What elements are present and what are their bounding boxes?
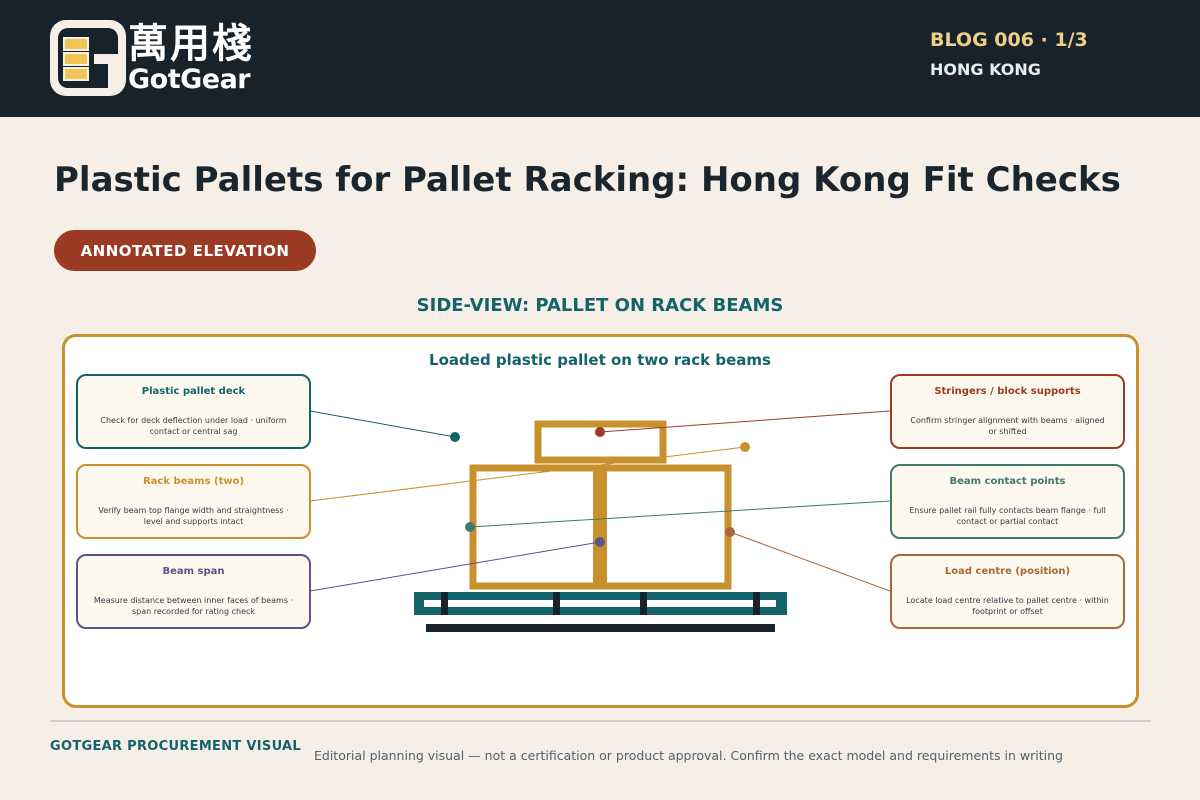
callout-description: Verify beam top flange width and straigh… [98, 506, 289, 526]
header-bar: 萬用棧 GotGear BLOG 006 · 1/3 HONG KONG [0, 0, 1200, 117]
callout-description: Measure distance between inner faces of … [93, 596, 294, 616]
callout-beam-span: Beam span Measure distance between inner… [76, 554, 311, 629]
footer-brand: GOTGEAR PROCUREMENT VISUAL [50, 739, 301, 754]
callout-stringers: Stringers / block supports Confirm strin… [890, 374, 1125, 449]
blog-number: BLOG 006 · 1/3 [930, 29, 1088, 51]
callout-rack-beams: Rack beams (two) Verify beam top flange … [76, 464, 311, 539]
callout-title: Beam contact points [949, 476, 1066, 487]
callout-description: Check for deck deflection under load · u… [100, 416, 287, 436]
callout-title: Stringers / block supports [934, 386, 1081, 397]
callout-title: Plastic pallet deck [141, 386, 246, 397]
callout-beam-contact: Beam contact points Ensure pallet rail f… [890, 464, 1125, 539]
callout-description: Locate load centre relative to pallet ce… [906, 596, 1109, 616]
callout-description: Confirm stringer alignment with beams · … [910, 416, 1105, 436]
callout-load-centre: Load centre (position) Locate load centr… [890, 554, 1125, 629]
section-heading: SIDE-VIEW: PALLET ON RACK BEAMS [416, 295, 784, 316]
diagram-title: Loaded plastic pallet on two rack beams [429, 351, 771, 369]
callout-description: Ensure pallet rail fully contacts beam f… [909, 506, 1106, 526]
callout-title: Rack beams (two) [142, 476, 245, 487]
footer-disclaimer: Editorial planning visual — not a certif… [314, 748, 1063, 763]
brand-name-chinese: 萬用棧 [128, 21, 254, 67]
brand-name-english: GotGear [128, 64, 251, 95]
annotated-elevation-badge: ANNOTATED ELEVATION [54, 230, 316, 271]
blog-location: HONG KONG [930, 60, 1041, 79]
page-title: Plastic Pallets for Pallet Racking: Hong… [54, 160, 1121, 200]
gotgear-logo-icon [50, 20, 126, 96]
footer-divider [50, 720, 1151, 722]
callout-pallet-deck: Plastic pallet deck Check for deck defle… [76, 374, 311, 449]
callout-title: Load centre (position) [944, 566, 1071, 577]
callout-title: Beam span [162, 566, 225, 577]
